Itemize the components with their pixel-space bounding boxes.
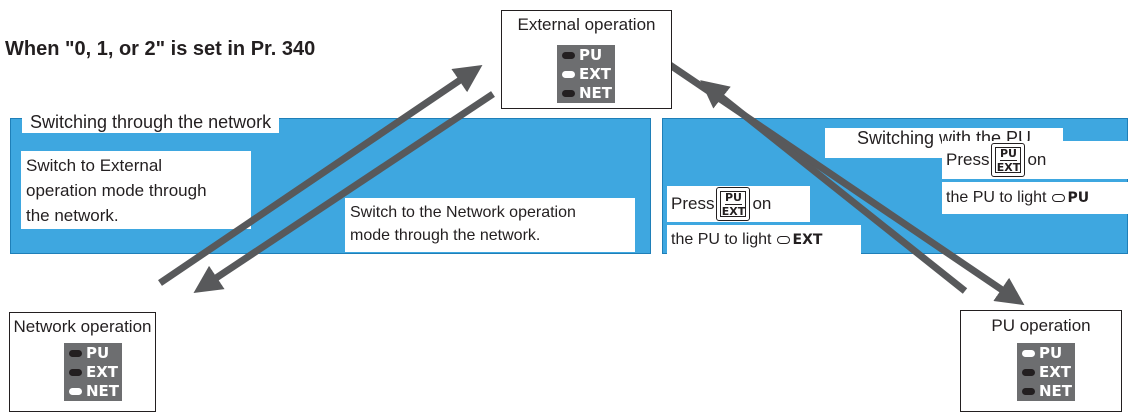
led-label: EXT bbox=[792, 231, 823, 248]
switch-to-external-text: Switch to External operation mode throug… bbox=[21, 151, 251, 229]
pu-led-icon bbox=[1022, 350, 1035, 357]
net-led-icon bbox=[69, 388, 82, 395]
external-operation-box: External operation PU EXT NET bbox=[501, 10, 672, 109]
text-line: the network. bbox=[26, 206, 119, 225]
network-operation-box: Network operation PU EXT NET bbox=[9, 312, 156, 412]
led-row-net: NET bbox=[64, 382, 122, 401]
page-heading: When "0, 1, or 2" is set in Pr. 340 bbox=[5, 38, 316, 60]
led-label: NET bbox=[86, 382, 120, 400]
led-label: EXT bbox=[1039, 363, 1072, 381]
net-led-icon bbox=[1022, 388, 1035, 395]
led-label: PU bbox=[579, 46, 603, 64]
led-row-ext: EXT bbox=[1017, 363, 1075, 382]
net-led-icon bbox=[562, 90, 575, 97]
key-top-label: PU bbox=[724, 190, 742, 205]
led-icon bbox=[776, 236, 790, 244]
mode-title: External operation bbox=[517, 15, 656, 34]
pu-led-icon bbox=[562, 52, 575, 59]
press-label: Press bbox=[946, 149, 990, 169]
led-label: EXT bbox=[86, 363, 119, 381]
light-label: the PU to light bbox=[671, 230, 772, 248]
led-row-pu: PU bbox=[1017, 344, 1075, 363]
led-label: EXT bbox=[579, 65, 612, 83]
text-line: Switch to External bbox=[26, 156, 163, 175]
ext-led-icon bbox=[69, 369, 82, 376]
on-label: on bbox=[752, 193, 772, 213]
led-label: PU bbox=[86, 344, 110, 362]
key-top-label: PU bbox=[999, 146, 1017, 161]
light-label: the PU to light bbox=[946, 188, 1047, 206]
network-band-title: Switching through the network bbox=[22, 111, 280, 133]
key-bottom-label: EXT bbox=[721, 204, 746, 218]
pu-operation-box: PU operation PU EXT NET bbox=[960, 310, 1122, 412]
text-line: Switch to the Network operation bbox=[350, 204, 576, 221]
ext-led-icon bbox=[1022, 369, 1035, 376]
text-line: operation mode through bbox=[26, 181, 207, 200]
led-label: NET bbox=[1039, 382, 1073, 400]
led-row-ext: EXT bbox=[557, 65, 615, 84]
ext-led-icon bbox=[562, 71, 575, 78]
led-label: NET bbox=[579, 84, 613, 102]
led-panel: PU EXT NET bbox=[64, 343, 122, 401]
arrow-pu-to-external bbox=[700, 80, 968, 294]
key-bottom-label: EXT bbox=[996, 160, 1021, 174]
press-to-light-ext-text-2: the PU to light EXT bbox=[667, 225, 861, 255]
led-label: PU bbox=[1039, 344, 1063, 362]
press-label: Press bbox=[671, 193, 715, 213]
text-line: mode through the network. bbox=[350, 227, 541, 244]
led-row-net: NET bbox=[1017, 382, 1075, 401]
switch-to-network-text: Switch to the Network operation mode thr… bbox=[345, 198, 635, 252]
led-panel: PU EXT NET bbox=[557, 45, 615, 103]
mode-title: PU operation bbox=[991, 316, 1091, 335]
press-to-light-pu-text-2: the PU to light PU bbox=[942, 182, 1128, 214]
led-label: PU bbox=[1067, 189, 1090, 206]
led-row-net: NET bbox=[557, 84, 615, 103]
on-label: on bbox=[1027, 149, 1047, 169]
led-row-pu: PU bbox=[64, 344, 122, 363]
pu-led-icon bbox=[69, 350, 82, 357]
led-icon bbox=[1051, 194, 1065, 202]
led-panel: PU EXT NET bbox=[1017, 343, 1075, 401]
mode-title: Network operation bbox=[13, 317, 152, 336]
led-row-pu: PU bbox=[557, 46, 615, 65]
arrow-network-to-external bbox=[158, 64, 483, 286]
led-row-ext: EXT bbox=[64, 363, 122, 382]
arrow-external-to-network bbox=[193, 91, 495, 293]
